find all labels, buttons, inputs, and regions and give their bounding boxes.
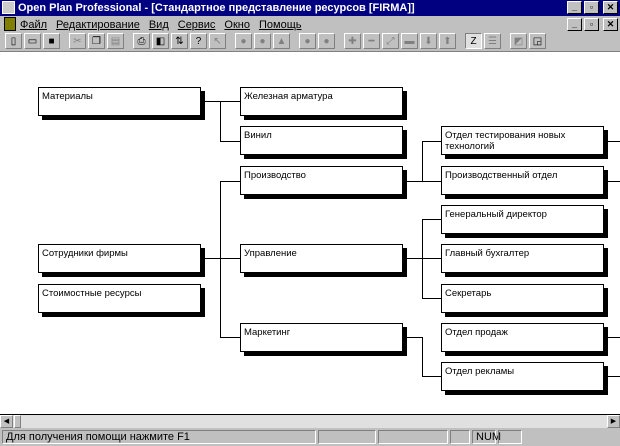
status-help-text: Для получения помощи нажмите F1 [2, 430, 316, 444]
arch-icon[interactable]: ▲ [273, 33, 290, 49]
status-bar: Для получения помощи нажмите F1 NUM [0, 428, 620, 446]
minimize-button[interactable]: _ [567, 1, 582, 14]
doc-close-button[interactable]: ✕ [603, 18, 618, 31]
node-director[interactable]: Генеральный директор [441, 205, 604, 234]
minus-icon[interactable]: ━ [363, 33, 380, 49]
expand-icon[interactable]: ◩ [510, 33, 527, 49]
open-icon[interactable]: ▭ [24, 33, 41, 49]
doc-restore-button[interactable]: ▫ [584, 18, 599, 31]
circle-icon[interactable]: ● [235, 33, 252, 49]
doc-minimize-button[interactable]: _ [567, 18, 582, 31]
print-preview-icon[interactable]: ◧ [152, 33, 169, 49]
menu-edit[interactable]: Редактирование [56, 18, 140, 31]
menu-window[interactable]: Окно [224, 18, 250, 31]
status-pane [318, 430, 376, 444]
close-button[interactable]: ✕ [603, 1, 618, 14]
node-cost-resources[interactable]: Стоимостные ресурсы [38, 284, 201, 313]
print-icon[interactable]: ⎙ [133, 33, 150, 49]
scroll-right-icon[interactable]: ▶ [607, 415, 620, 428]
scroll-thumb[interactable] [14, 415, 21, 428]
plus-icon[interactable]: ✚ [344, 33, 361, 49]
cut-icon[interactable]: ✂ [69, 33, 86, 49]
menu-bar: Файл Редактирование Вид Сервис Окно Помо… [0, 16, 620, 33]
node-sales-dept[interactable]: Отдел продаж [441, 323, 604, 352]
node-staff[interactable]: Сотрудники фирмы [38, 244, 201, 273]
save-icon[interactable]: ■ [43, 33, 60, 49]
node-materials[interactable]: Материалы [38, 87, 201, 116]
text-icon[interactable]: ☰ [484, 33, 501, 49]
status-pane [378, 430, 448, 444]
node-production[interactable]: Производство [240, 166, 403, 195]
import-icon[interactable]: ⇅ [171, 33, 188, 49]
status-pane [450, 430, 470, 444]
scroll-left-icon[interactable]: ◀ [0, 415, 13, 428]
context-help-icon[interactable]: ↖ [209, 33, 226, 49]
node-testing-dept[interactable]: Отдел тестирования новых технологий [441, 126, 604, 155]
node-secretary[interactable]: Секретарь [441, 284, 604, 313]
menu-service[interactable]: Сервис [177, 18, 216, 31]
resource-tree-canvas: Материалы Сотрудники фирмы Стоимостные р… [0, 51, 620, 414]
collapse-icon[interactable]: ◲ [529, 33, 546, 49]
new-icon[interactable]: ▯ [5, 33, 22, 49]
node-management[interactable]: Управление [240, 244, 403, 273]
node-iron[interactable]: Железная арматура [240, 87, 403, 116]
maximize-button[interactable]: ▫ [584, 1, 599, 14]
node-marketing[interactable]: Маркетинг [240, 323, 403, 352]
menu-file[interactable]: Файл [20, 18, 48, 31]
menu-view[interactable]: Вид [148, 18, 169, 31]
circle-icon[interactable]: ● [318, 33, 335, 49]
app-icon [2, 1, 15, 14]
status-num: NUM [472, 430, 501, 444]
unlink-icon[interactable]: ▬ [401, 33, 418, 49]
toolbar: ▯ ▭ ■ ✂ ❐ ▤ ⎙ ◧ ⇅ ? ↖ ● ● ▲ ● ● ✚ ━ ⤢ ▬ … [5, 33, 546, 50]
circle-icon[interactable]: ● [254, 33, 271, 49]
arrow-up-icon[interactable]: ⬆ [439, 33, 456, 49]
z-icon[interactable]: Z [465, 33, 482, 49]
copy-icon[interactable]: ❐ [88, 33, 105, 49]
node-vinyl[interactable]: Винил [240, 126, 403, 155]
paste-icon[interactable]: ▤ [107, 33, 124, 49]
arrow-down-icon[interactable]: ⬇ [420, 33, 437, 49]
horizontal-scrollbar[interactable]: ◀ ▶ [0, 414, 620, 428]
status-pane [498, 430, 522, 444]
circle-icon[interactable]: ● [299, 33, 316, 49]
help-icon[interactable]: ? [190, 33, 207, 49]
title-bar: Open Plan Professional - [Стандартное пр… [0, 0, 620, 16]
menu-help[interactable]: Помощь [258, 18, 302, 31]
node-ads-dept[interactable]: Отдел рекламы [441, 362, 604, 391]
node-accountant[interactable]: Главный бухгалтер [441, 244, 604, 273]
link-icon[interactable]: ⤢ [382, 33, 399, 49]
document-icon[interactable] [4, 17, 16, 31]
node-production-dept[interactable]: Производственный отдел [441, 166, 604, 195]
window-title: Open Plan Professional - [Стандартное пр… [18, 2, 415, 14]
